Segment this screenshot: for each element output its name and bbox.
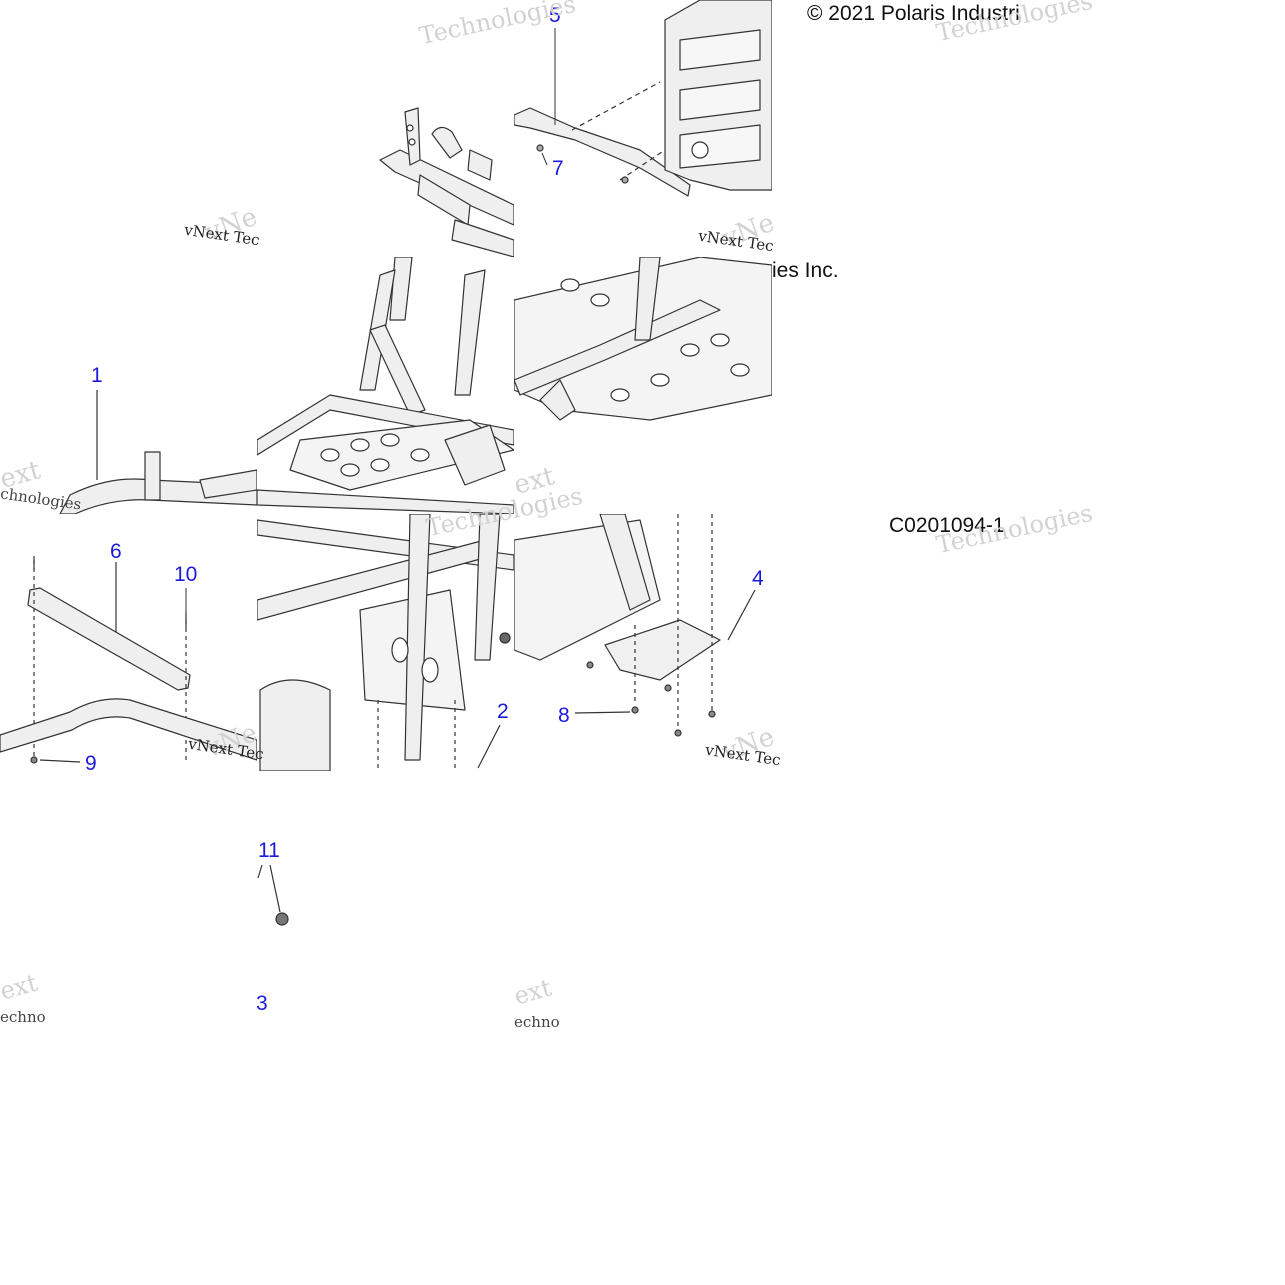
- callout-6: 6: [110, 540, 122, 563]
- copyright-text: © 2021 Polaris Industri: [807, 3, 1020, 24]
- callout-5: 5: [549, 4, 561, 27]
- cross-member-section: [0, 556, 257, 764]
- callout-1: 1: [91, 364, 103, 387]
- callout-11: 11: [258, 839, 280, 862]
- callout-7: 7: [552, 157, 564, 180]
- leader-7: [541, 152, 548, 166]
- cage-lower-section: [257, 514, 514, 771]
- callout-2: 2: [497, 700, 509, 723]
- callout-9: 9: [85, 752, 97, 775]
- front-frame-section: [59, 390, 257, 514]
- figure-id: C0201094-1: [889, 514, 1005, 537]
- cage-upper-section: [379, 107, 514, 257]
- callout-4: 4: [752, 567, 764, 590]
- rear-frame-section: [514, 0, 772, 197]
- copyright-tail-text: ies Inc.: [772, 259, 839, 282]
- skid-plate-section: [514, 514, 756, 737]
- callout-10: 10: [174, 563, 198, 586]
- callout-8: 8: [558, 704, 570, 727]
- callout-3: 3: [256, 992, 268, 1015]
- floor-pan-section: [514, 257, 772, 421]
- nut-part-11: [257, 864, 289, 926]
- cage-middle-section: [257, 257, 514, 514]
